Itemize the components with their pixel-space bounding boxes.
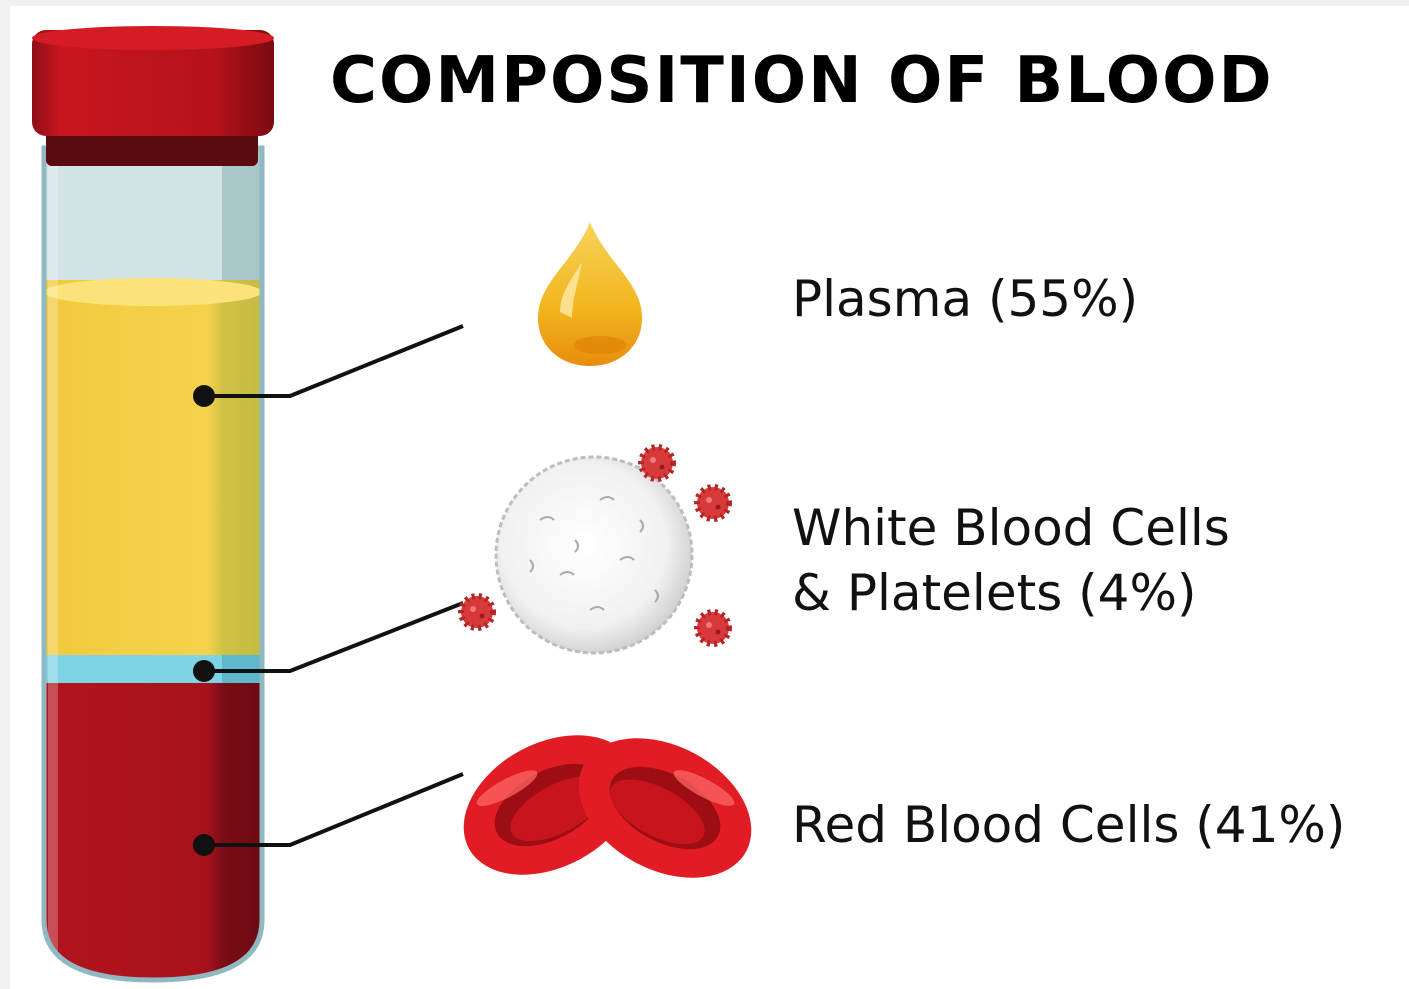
rbc-label: Red Blood Cells (41%) [792,793,1345,857]
diagram-title: COMPOSITION OF BLOOD [330,36,1405,126]
white-blood-cell-icon [496,457,692,653]
wbc-label-line-2: & Platelets (4%) [792,561,1196,625]
rbc-marker-dot [193,834,215,856]
red-cell-layer [44,683,262,983]
wbc-marker-dot [193,660,215,682]
plasma-label: Plasma (55%) [792,267,1138,331]
plasma-layer [44,280,262,655]
red-blood-cells-icon [440,707,776,906]
plasma-drop-icon [538,222,642,366]
wbc-label-line-1: White Blood Cells [792,496,1230,560]
test-tube [32,26,274,983]
platelet-icon [697,487,729,519]
platelet-icon [641,447,673,479]
platelet-icon [461,596,493,628]
platelet-icon [697,612,729,644]
plasma-marker-dot [193,385,215,407]
